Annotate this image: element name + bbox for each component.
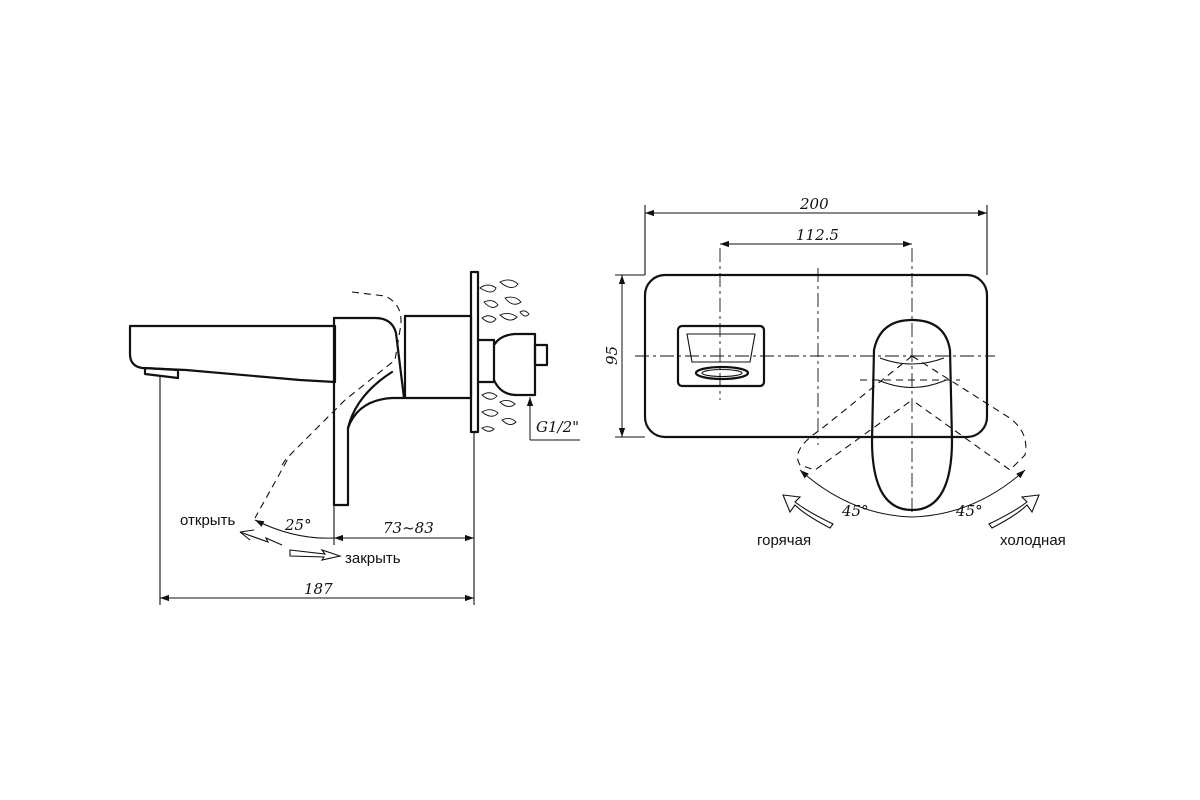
outlet (676, 324, 766, 388)
dim-offset: 112.5 (796, 226, 839, 244)
wall-plate (469, 270, 480, 434)
body-cylinder (403, 314, 473, 400)
lever-handle (870, 318, 954, 512)
thread-label: G1/2" (536, 418, 579, 436)
dim-width: 200 (799, 195, 829, 213)
dim-wall: 73~83 (383, 519, 434, 537)
handle-open-position (254, 291, 402, 519)
dim-total: 187 (304, 580, 333, 598)
handle-cold-position (911, 355, 1027, 471)
open-close-arrows (239, 531, 283, 546)
side-view: G1/2" 187 73~83 25° открыть закрыть (128, 270, 580, 605)
angle-right: 45° (955, 502, 983, 520)
inlet-connector (476, 338, 496, 384)
handle-hot-position (796, 355, 913, 471)
valve-body (332, 316, 406, 507)
front-view: 200 112.5 95 45° 45° горячая холодная (603, 195, 1066, 549)
angle-left: 45° (841, 502, 869, 520)
cold-arrow (988, 494, 1040, 529)
angle-label: 25° (284, 516, 312, 534)
label-hot: горячая (757, 532, 811, 549)
wall-section (479, 279, 530, 432)
hot-arrow (782, 494, 834, 529)
label-close: закрыть (345, 550, 401, 567)
label-open: открыть (180, 512, 235, 529)
spout (128, 324, 337, 384)
dim-height: 95 (603, 346, 621, 365)
label-cold: холодная (1000, 532, 1066, 549)
